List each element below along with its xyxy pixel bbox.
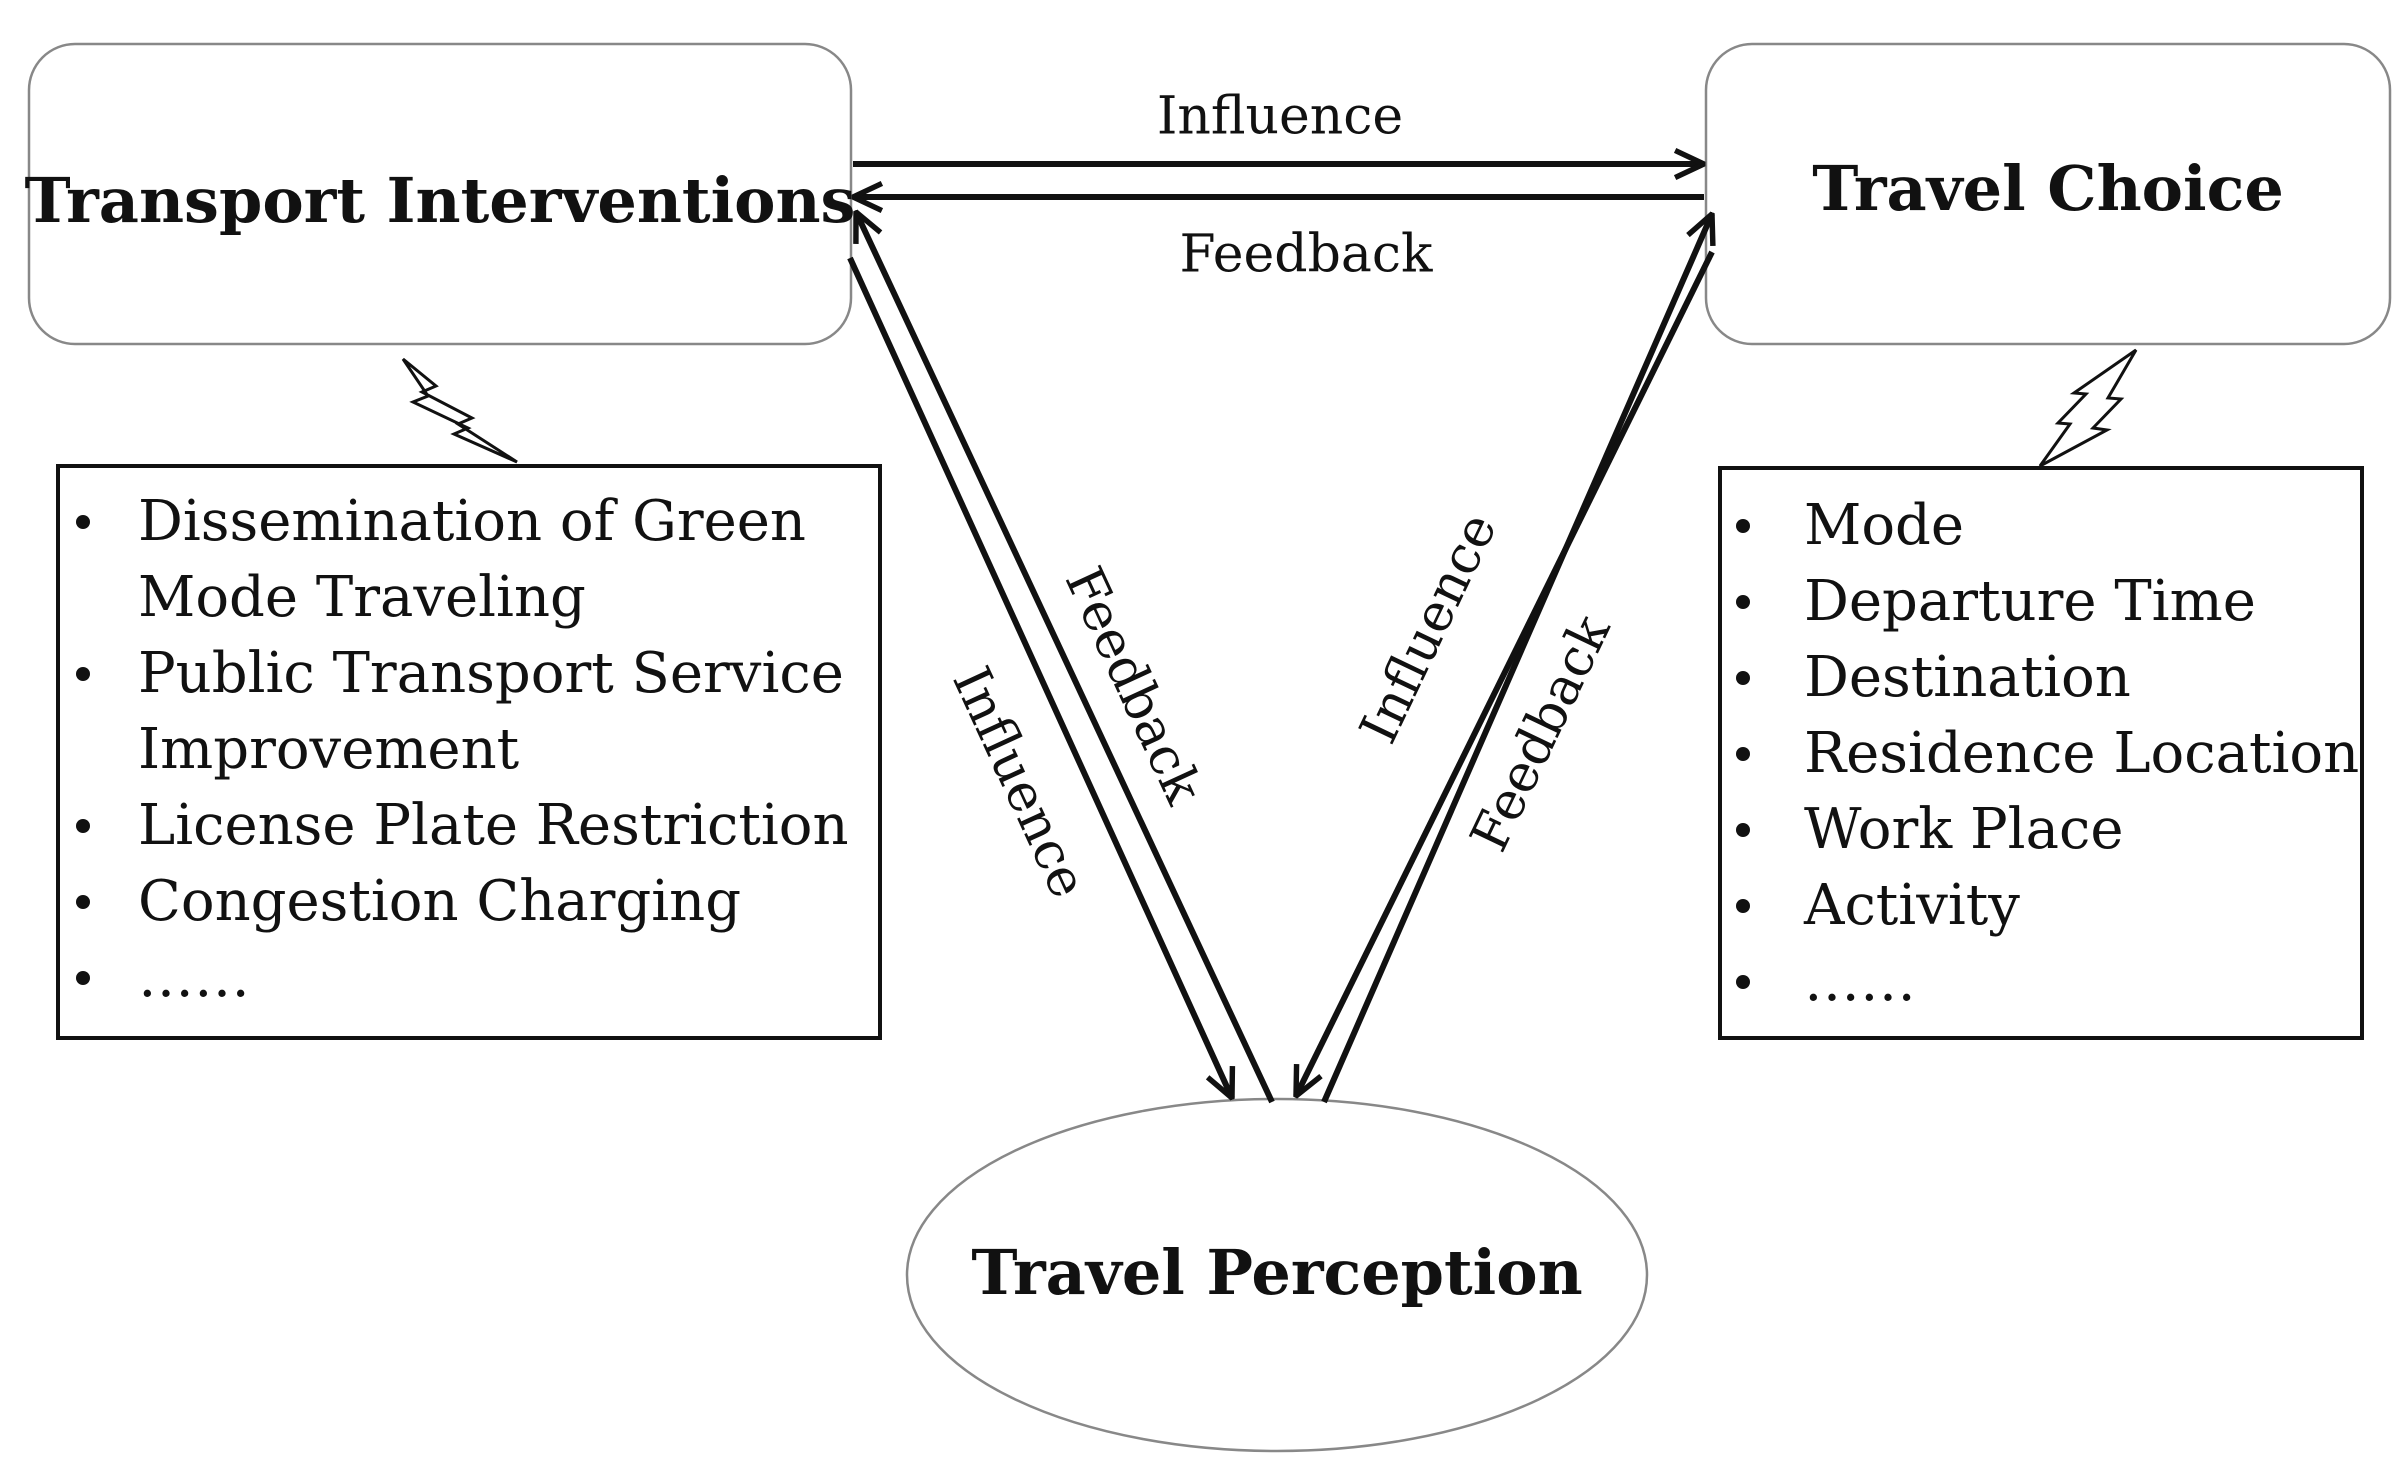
- lightning-bolt-icon: [2038, 348, 2138, 468]
- node-travel-choice-title: Travel Choice: [1812, 152, 2284, 225]
- list-item: Destination: [1722, 640, 2350, 716]
- node-transport-interventions-title: Transport Interventions: [25, 164, 856, 237]
- intervention-list-box: Dissemination of Green Mode Traveling Pu…: [56, 464, 882, 1040]
- list-item: Work Place: [1722, 792, 2350, 868]
- list-item: ……: [1722, 944, 2350, 1020]
- arrow-perception-to-interventions: [856, 212, 1275, 1104]
- list-item: Mode: [1722, 488, 2350, 564]
- edge-label-left-influence: Influence: [940, 658, 1098, 907]
- bullet-icon: [1736, 595, 1750, 609]
- node-travel-perception-ellipse: [905, 1097, 1649, 1453]
- edge-label-top-influence: Influence: [1157, 87, 1403, 147]
- bullet-icon: [1736, 671, 1750, 685]
- list-item: Mode Traveling: [138, 565, 586, 630]
- lightning-bolt-icon: [401, 357, 518, 464]
- arrow-choice-to-perception: [1296, 250, 1715, 1096]
- arrow-interventions-to-perception: [847, 256, 1232, 1098]
- bullet-icon: [1736, 519, 1750, 533]
- bullet-icon: [76, 667, 90, 681]
- intervention-list: Dissemination of Green Mode Traveling Pu…: [60, 484, 858, 1016]
- bullet-icon: [1736, 899, 1750, 913]
- node-transport-interventions-box: [27, 42, 853, 346]
- node-travel-choice: Travel Choice: [1704, 42, 2392, 346]
- bullet-icon: [1736, 823, 1750, 837]
- bullet-icon: [1736, 975, 1750, 989]
- node-travel-perception-title: Travel Perception: [971, 1236, 1582, 1309]
- list-item: Public Transport Service: [60, 636, 858, 712]
- node-travel-perception: Travel Perception: [905, 1097, 1649, 1453]
- choice-list-box: Mode Departure Time Destination Residenc…: [1718, 466, 2364, 1040]
- bullet-icon: [76, 819, 90, 833]
- list-item: Residence Location: [1722, 716, 2359, 792]
- bullet-icon: [76, 515, 90, 529]
- node-transport-interventions: Transport Interventions: [25, 42, 856, 346]
- list-item: Departure Time: [1722, 564, 2350, 640]
- bullet-icon: [76, 971, 90, 985]
- list-item: License Plate Restriction: [60, 788, 858, 864]
- edge-label-top-feedback: Feedback: [1180, 225, 1433, 285]
- bullet-icon: [76, 895, 90, 909]
- list-item: Activity: [1722, 868, 2350, 944]
- list-item: Improvement: [138, 717, 520, 782]
- bullet-icon: [1736, 747, 1750, 761]
- list-item: Dissemination of Green: [60, 484, 858, 560]
- list-item: Congestion Charging: [60, 864, 858, 940]
- choice-list: Mode Departure Time Destination Residenc…: [1722, 488, 2359, 1020]
- node-travel-choice-box: [1704, 42, 2392, 346]
- list-item: ……: [60, 940, 858, 1016]
- arrow-perception-to-choice: [1321, 214, 1712, 1104]
